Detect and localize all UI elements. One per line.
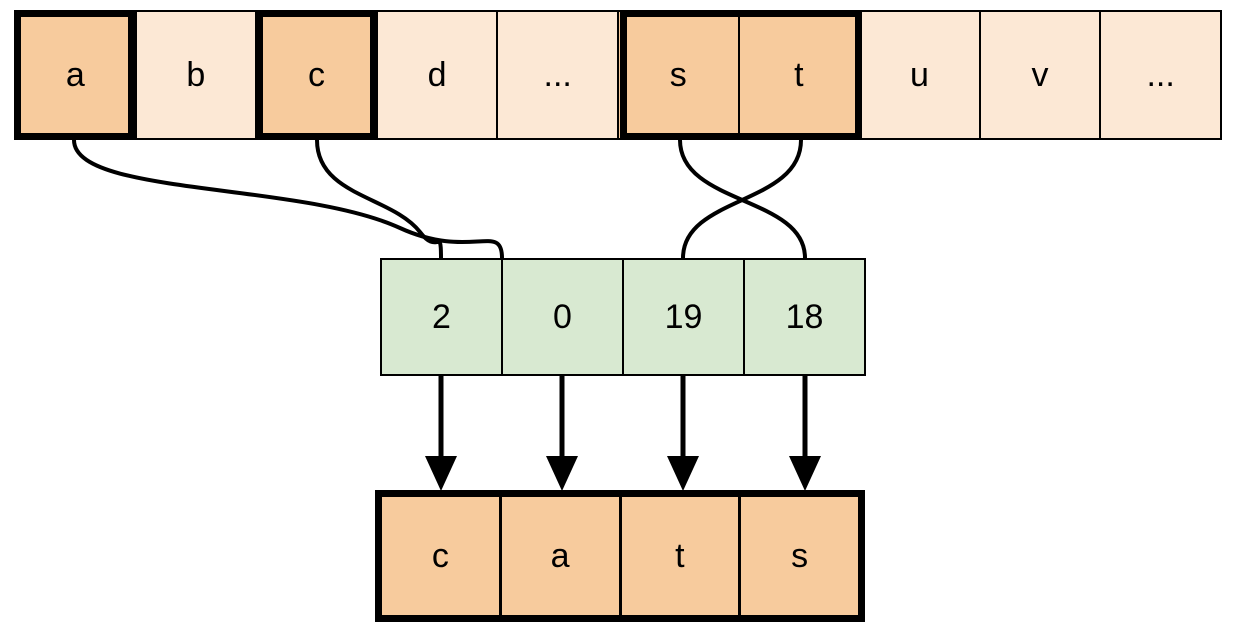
- output-cell-label: t: [675, 537, 685, 575]
- alphabet-cell-label: b: [186, 56, 206, 94]
- output-cell-label: a: [550, 537, 570, 575]
- alphabet-cell-v[interactable]: v: [978, 10, 1102, 140]
- alphabet-cell-label: v: [1031, 56, 1049, 94]
- alphabet-cell-label: u: [909, 56, 929, 94]
- index-row: 2 0 19 18: [380, 258, 866, 376]
- index-cell-19[interactable]: 19: [622, 258, 745, 376]
- index-cell-label: 2: [432, 298, 451, 336]
- alphabet-cell-ellipsis-2[interactable]: ...: [1099, 10, 1222, 140]
- output-cell-label: c: [431, 537, 449, 575]
- alphabet-cell-label: d: [427, 56, 447, 94]
- output-cell-c[interactable]: c: [382, 497, 499, 615]
- alphabet-cell-label: ...: [1146, 56, 1175, 94]
- wire-a-to-0: [72, 139, 504, 259]
- output-row: c a t s: [375, 490, 865, 622]
- index-cell-label: 18: [785, 298, 824, 336]
- alphabet-cell-label: s: [669, 56, 687, 94]
- alphabet-cell-u[interactable]: u: [858, 10, 981, 140]
- alphabet-cell-label: c: [307, 56, 325, 94]
- output-cell-label: s: [791, 537, 809, 575]
- alphabet-cell-ellipsis-1[interactable]: ...: [496, 10, 619, 140]
- alphabet-row: a b c d ... s t u v ...: [14, 10, 1222, 140]
- alphabet-cell-label: a: [65, 56, 85, 94]
- wire-s-to-18: [678, 139, 807, 259]
- index-cell-0[interactable]: 0: [501, 258, 624, 376]
- output-cell-a[interactable]: a: [498, 497, 619, 615]
- index-cell-label: 19: [664, 298, 703, 336]
- alphabet-cell-label: ...: [543, 56, 572, 94]
- output-cell-t[interactable]: t: [618, 497, 739, 615]
- alphabet-cell-label: t: [794, 56, 804, 94]
- alphabet-cell-c[interactable]: c: [255, 10, 378, 140]
- alphabet-cell-b[interactable]: b: [134, 10, 258, 140]
- output-cell-s[interactable]: s: [738, 497, 858, 615]
- alphabet-cell-d[interactable]: d: [375, 10, 499, 140]
- alphabet-cell-t[interactable]: t: [737, 10, 861, 140]
- index-cell-label: 0: [553, 298, 572, 336]
- index-cell-2[interactable]: 2: [380, 258, 503, 376]
- index-cell-18[interactable]: 18: [743, 258, 866, 376]
- alphabet-cell-s[interactable]: s: [616, 10, 740, 140]
- wire-t-to-19: [681, 139, 803, 259]
- wire-c-to-2: [315, 139, 443, 259]
- alphabet-cell-a[interactable]: a: [14, 10, 137, 140]
